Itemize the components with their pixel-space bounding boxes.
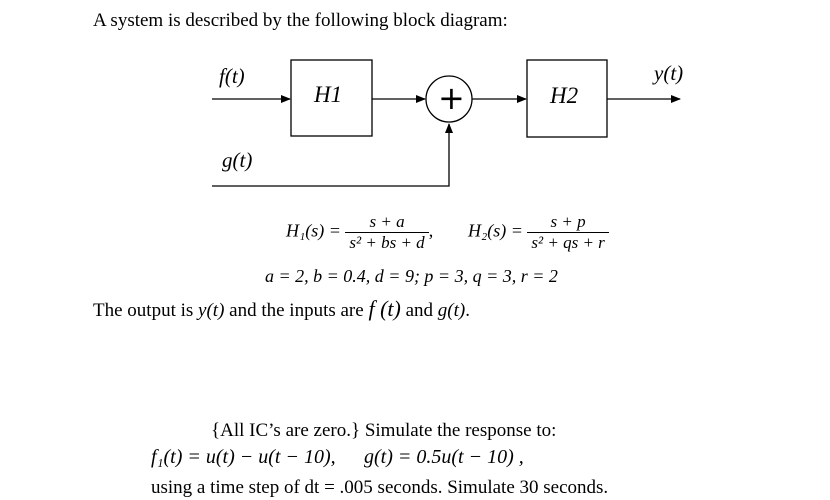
h1-fraction: s + a s² + bs + d — [345, 212, 429, 253]
g-input-label: g(t) — [222, 148, 253, 172]
statement-y: y(t) — [198, 300, 225, 321]
h1-equation: H₁(s) = s + a s² + bs + d , — [286, 212, 433, 253]
statement-g: g(t) — [437, 300, 466, 321]
statement-middle: and the inputs are — [224, 300, 369, 321]
statement-f: f (t) — [368, 296, 401, 321]
parameter-values: a = 2, b = 0.4, d = 9; p = 3, q = 3, r =… — [265, 266, 558, 286]
task-line-3: using a time step of dt = .005 seconds. … — [151, 477, 609, 498]
h2-lhs: H₂(s) = — [468, 220, 523, 241]
h1-label: H1 — [314, 82, 343, 107]
output-statement: The output is y(t) and the inputs are f … — [93, 296, 470, 322]
h2-fraction: s + p s² + qs + r — [527, 212, 609, 253]
statement-end: . — [465, 300, 470, 321]
summer-plus: + — [438, 79, 465, 117]
h1-denominator: s² + bs + d — [345, 232, 429, 253]
block-diagram — [212, 59, 681, 187]
statement-prefix: The output is — [93, 300, 199, 321]
y-output-label: y(t) — [654, 61, 684, 85]
g-input-line — [212, 123, 453, 187]
h2-denominator: s² + qs + r — [527, 232, 609, 253]
h1-comma: , — [428, 220, 434, 241]
statement-and: and — [400, 300, 438, 321]
h2-numerator: s + p — [550, 212, 586, 231]
task-line-1: {All IC’s are zero.} Simulate the respon… — [211, 420, 557, 441]
h1-lhs: H₁(s) = — [286, 220, 341, 241]
intro-text: A system is described by the following b… — [93, 10, 508, 31]
h2-label: H2 — [550, 83, 579, 108]
f-input-label: f(t) — [219, 64, 245, 88]
f-definition: f₁(t) = u(t) − u(t − 10), — [151, 446, 336, 468]
h1-block — [290, 59, 373, 137]
h1-numerator: s + a — [369, 212, 405, 231]
g-definition: g(t) = 0.5u(t − 10) , — [364, 446, 524, 468]
h2-equation: H₂(s) = s + p s² + qs + r — [468, 212, 609, 253]
